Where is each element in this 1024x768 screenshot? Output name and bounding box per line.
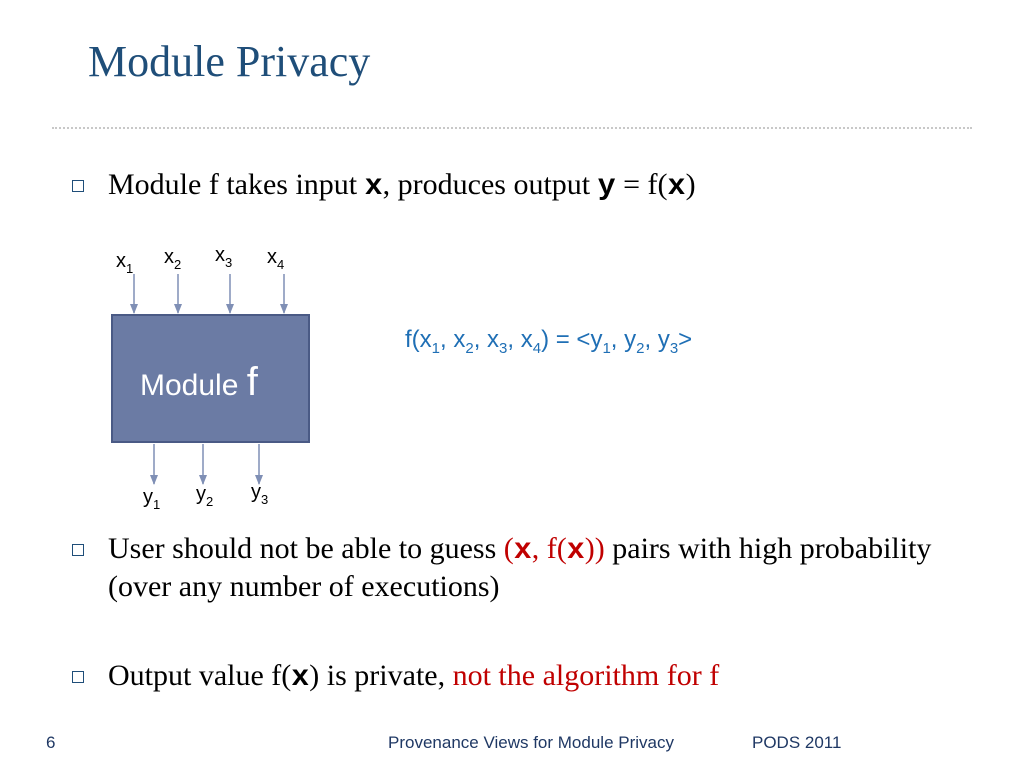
bullet-3-text: Output value f(x) is private, not the al… bbox=[108, 659, 720, 695]
output-label-y1: y1 bbox=[143, 486, 160, 512]
output-label-y3: y3 bbox=[251, 481, 268, 507]
slide-number: 6 bbox=[46, 733, 56, 752]
bullet-3: Output value f(x) is private, not the al… bbox=[72, 658, 988, 696]
bullet-1-text: Module f takes input x, produces output … bbox=[108, 168, 696, 204]
input-label-x3: x3 bbox=[215, 244, 232, 270]
footer-venue: PODS 2011 bbox=[752, 733, 842, 752]
square-bullet-icon bbox=[72, 180, 84, 192]
square-bullet-icon bbox=[72, 544, 84, 556]
bullet-2: User should not be able to guess (x, f(x… bbox=[72, 531, 988, 605]
module-box-label: Module f bbox=[140, 360, 259, 404]
square-bullet-icon bbox=[72, 671, 84, 683]
title-divider bbox=[52, 127, 972, 129]
output-label-y2: y2 bbox=[196, 483, 213, 509]
footer-title: Provenance Views for Module Privacy bbox=[388, 733, 674, 752]
function-equation: f(x1, x2, x3, x4) = <y1, y2, y3> bbox=[405, 326, 693, 357]
module-box bbox=[111, 314, 310, 443]
input-label-x1: x1 bbox=[116, 250, 133, 276]
bullet-2-text: User should not be able to guess (x, f(x… bbox=[108, 532, 932, 603]
input-label-x2: x2 bbox=[164, 246, 181, 272]
bullet-1: Module f takes input x, produces output … bbox=[72, 167, 988, 205]
input-label-x4: x4 bbox=[267, 246, 284, 272]
slide-title: Module Privacy bbox=[88, 37, 371, 86]
